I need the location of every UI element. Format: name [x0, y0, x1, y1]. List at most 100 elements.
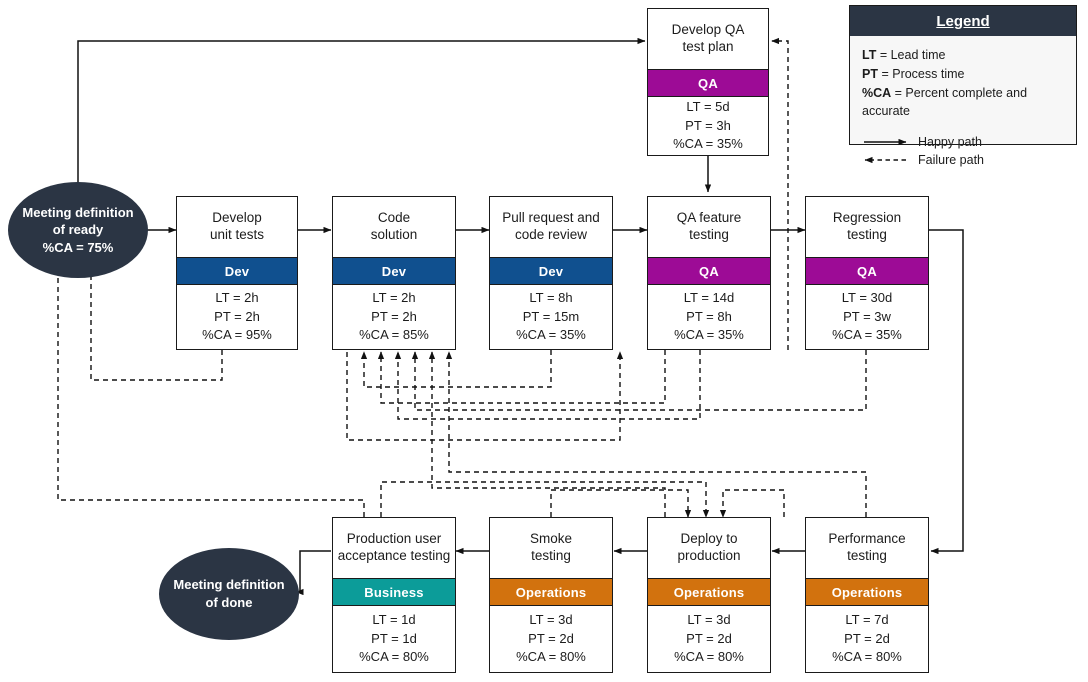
process-title: Develop QA test plan: [648, 9, 768, 69]
legend-def-pt-text: = Process time: [877, 66, 965, 81]
metric-ca: %CA = 35%: [832, 327, 902, 343]
metric-pt: PT = 2d: [686, 630, 732, 646]
process-title-line1: Smoke: [529, 531, 573, 547]
process-title: Smoke testing: [490, 518, 612, 578]
terminal-done-line2: of done: [205, 595, 253, 610]
failure-path-arrow-icon: [862, 153, 918, 167]
process-title-line1: QA feature: [676, 210, 742, 226]
process-box-qa-feature-testing[interactable]: QA feature testing QA LT = 14d PT = 8h %…: [647, 196, 771, 350]
legend-def-pt: PT = Process time: [862, 65, 1064, 84]
metric-lt: LT = 7d: [845, 611, 889, 627]
terminal-meeting-definition-of-done: Meeting definition of done: [159, 548, 299, 640]
process-title-line2: solution: [370, 227, 418, 242]
terminal-meeting-definition-of-ready: Meeting definition of ready %CA = 75%: [8, 182, 148, 278]
metric-pt: PT = 1d: [371, 630, 417, 646]
legend-def-ca-term: %CA: [862, 85, 892, 100]
legend-row-failure-path: Failure path: [862, 151, 1064, 169]
process-title-line2: production: [677, 548, 741, 563]
process-metrics: LT = 7d PT = 2d %CA = 80%: [806, 606, 928, 672]
happy-path-arrow-icon: [862, 135, 918, 149]
metric-ca: %CA = 80%: [359, 649, 429, 665]
metric-pt: PT = 3w: [843, 308, 891, 324]
metric-lt: LT = 14d: [683, 289, 735, 305]
process-title-line2: testing: [689, 227, 729, 242]
metric-lt: LT = 30d: [841, 289, 893, 305]
metric-ca: %CA = 80%: [674, 649, 744, 665]
legend-panel: Legend LT = Lead time PT = Process time …: [849, 5, 1077, 167]
metric-pt: PT = 8h: [686, 308, 732, 324]
legend-definitions: LT = Lead time PT = Process time %CA = P…: [862, 46, 1064, 121]
process-title-line2: unit tests: [209, 227, 265, 242]
process-title-line2: test plan: [682, 39, 734, 54]
process-box-production-user-acceptance-testing[interactable]: Production user acceptance testing Busin…: [332, 517, 456, 673]
process-metrics: LT = 3d PT = 2d %CA = 80%: [648, 606, 770, 672]
process-metrics: LT = 14d PT = 8h %CA = 35%: [648, 285, 770, 349]
metric-ca: %CA = 85%: [359, 327, 429, 343]
metric-pt: PT = 2d: [528, 630, 574, 646]
legend-def-lt: LT = Lead time: [862, 46, 1064, 65]
process-role-band: Dev: [333, 257, 455, 285]
metric-ca: %CA = 80%: [516, 649, 586, 665]
metric-ca: %CA = 35%: [516, 327, 586, 343]
process-title-line1: Pull request and: [502, 210, 600, 226]
metric-pt: PT = 3h: [685, 117, 731, 133]
process-title: Performance testing: [806, 518, 928, 578]
terminal-ready-line2: of ready: [52, 222, 104, 238]
terminal-ready-line3: %CA = 75%: [42, 239, 114, 255]
process-box-develop-unit-tests[interactable]: Develop unit tests Dev LT = 2h PT = 2h %…: [176, 196, 298, 350]
metric-lt: LT = 8h: [529, 289, 573, 305]
process-title-line1: Develop QA: [671, 22, 745, 38]
process-metrics: LT = 1d PT = 1d %CA = 80%: [333, 606, 455, 672]
metric-lt: LT = 1d: [372, 611, 416, 627]
legend-header: Legend: [850, 6, 1076, 36]
metric-pt: PT = 2h: [214, 308, 260, 324]
process-box-code-solution[interactable]: Code solution Dev LT = 2h PT = 2h %CA = …: [332, 196, 456, 350]
metric-ca: %CA = 95%: [202, 327, 272, 343]
process-box-regression-testing[interactable]: Regression testing QA LT = 30d PT = 3w %…: [805, 196, 929, 350]
metric-ca: %CA = 80%: [832, 649, 902, 665]
process-title-line2: code review: [514, 227, 588, 242]
metric-ca: %CA = 35%: [673, 136, 743, 152]
process-title: Code solution: [333, 197, 455, 257]
process-title: Pull request and code review: [490, 197, 612, 257]
metric-ca: %CA = 35%: [674, 327, 744, 343]
metric-lt: LT = 5d: [686, 98, 730, 114]
process-title-line2: testing: [531, 548, 571, 563]
process-role-band: Dev: [490, 257, 612, 285]
process-role-band: QA: [806, 257, 928, 285]
metric-pt: PT = 2d: [844, 630, 890, 646]
process-role-band: Operations: [490, 578, 612, 606]
process-title-line1: Production user: [346, 531, 442, 547]
process-box-deploy-to-production[interactable]: Deploy to production Operations LT = 3d …: [647, 517, 771, 673]
process-title: Regression testing: [806, 197, 928, 257]
process-title-line1: Performance: [828, 531, 906, 547]
process-title-line1: Code: [377, 210, 411, 226]
process-box-develop-qa-test-plan[interactable]: Develop QA test plan QA LT = 5d PT = 3h …: [647, 8, 769, 156]
process-box-pull-request-and-code-review[interactable]: Pull request and code review Dev LT = 8h…: [489, 196, 613, 350]
legend-row-happy-path: Happy path: [862, 133, 1064, 151]
process-role-band: Dev: [177, 257, 297, 285]
terminal-done-line1: Meeting definition: [173, 577, 285, 593]
process-box-smoke-testing[interactable]: Smoke testing Operations LT = 3d PT = 2d…: [489, 517, 613, 673]
legend-path-key: Happy path Failure path: [862, 133, 1064, 169]
process-metrics: LT = 5d PT = 3h %CA = 35%: [648, 97, 768, 155]
process-metrics: LT = 2h PT = 2h %CA = 85%: [333, 285, 455, 349]
legend-title: Legend: [936, 12, 990, 30]
process-title: Production user acceptance testing: [333, 518, 455, 578]
legend-label-failure-path: Failure path: [918, 152, 985, 167]
metric-lt: LT = 2h: [372, 289, 416, 305]
process-metrics: LT = 3d PT = 2d %CA = 80%: [490, 606, 612, 672]
process-title: Develop unit tests: [177, 197, 297, 257]
legend-def-ca: %CA = Percent complete and accurate: [862, 84, 1064, 122]
legend-def-lt-text: = Lead time: [876, 48, 946, 62]
process-role-band: Operations: [806, 578, 928, 606]
metric-pt: PT = 2h: [371, 308, 417, 324]
legend-body: LT = Lead time PT = Process time %CA = P…: [850, 36, 1076, 178]
legend-def-lt-term: LT: [862, 48, 877, 62]
process-title-line1: Develop: [212, 210, 262, 226]
process-title: Deploy to production: [648, 518, 770, 578]
metric-lt: LT = 2h: [215, 289, 259, 305]
process-role-band: Operations: [648, 578, 770, 606]
process-title-line2: acceptance testing: [337, 548, 451, 563]
process-box-performance-testing[interactable]: Performance testing Operations LT = 7d P…: [805, 517, 929, 673]
